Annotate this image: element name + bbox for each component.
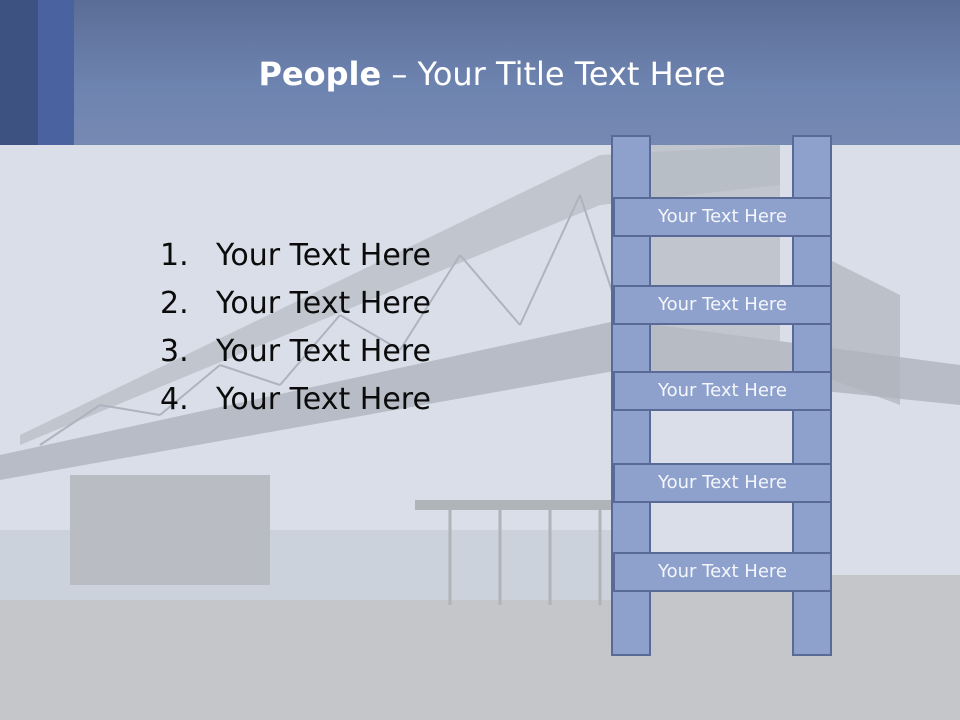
- list-number: 4.: [160, 382, 189, 417]
- title-bar: People – Your Title Text Here: [0, 0, 960, 145]
- list-text: Your Text Here: [216, 238, 431, 273]
- list-text: Your Text Here: [216, 382, 431, 417]
- list-number: 3.: [160, 334, 189, 369]
- slide-title: People – Your Title Text Here: [74, 52, 910, 96]
- list-text: Your Text Here: [216, 334, 431, 369]
- header-accent-stripe: [38, 0, 74, 145]
- list-item: 4. Your Text Here: [160, 376, 431, 424]
- title-rest: – Your Title Text Here: [381, 55, 726, 93]
- list-item: 3. Your Text Here: [160, 328, 431, 376]
- list-text: Your Text Here: [216, 286, 431, 321]
- title-bold: People: [258, 55, 382, 93]
- list-item: 1. Your Text Here: [160, 232, 431, 280]
- header-accent-stripe: [0, 0, 38, 145]
- list-number: 1.: [160, 238, 189, 273]
- list-number: 2.: [160, 286, 189, 321]
- numbered-list: 1. Your Text Here 2. Your Text Here 3. Y…: [160, 232, 431, 424]
- bridge-background-image: [0, 145, 960, 720]
- list-item: 2. Your Text Here: [160, 280, 431, 328]
